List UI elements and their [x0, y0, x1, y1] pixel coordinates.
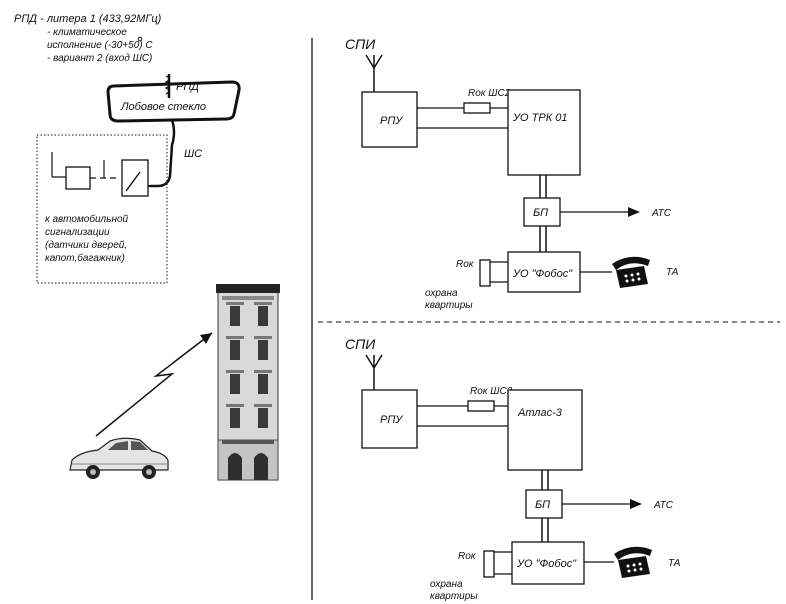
antenna-icon: [365, 54, 383, 92]
controller-bp-wires: [541, 470, 549, 490]
rok-shs2-resistor: [467, 400, 495, 412]
antenna-icon: [365, 354, 383, 390]
windshield-label: Лобовое стекло: [120, 101, 206, 113]
bp-fobos-wires: [541, 518, 549, 542]
bp-fobos-wires: [539, 226, 547, 252]
arrow-head-icon: [628, 207, 640, 217]
relay-wires: [51, 152, 105, 178]
telephone-icon: [614, 546, 652, 578]
guard-line-1: охрана: [430, 579, 463, 590]
rok-shs2-resistor: [463, 102, 491, 114]
left-panel: РПД - литера 1 (433,92МГц) - климатическ…: [14, 13, 280, 481]
relay-coil-icon: [65, 166, 91, 190]
telephone-icon: [612, 256, 650, 288]
controller-box: [507, 89, 581, 176]
spec-line-1: РПД - литера 1 (433,92МГц): [14, 13, 162, 25]
rpu-label: РПУ: [380, 414, 403, 426]
scheme-bottom: СПИ РПУ Rок ШС2 Атлас-3 БП АТС УО "Фобос…: [345, 336, 681, 602]
signalling-line-3: (датчики дверей,: [45, 240, 127, 251]
fobos-box: [511, 541, 585, 585]
signalling-line-2: сигнализации: [45, 227, 110, 238]
guard-line-1: охрана: [425, 288, 458, 299]
car-icon: [69, 437, 169, 479]
signalling-line-4: капот,багажник): [45, 252, 125, 264]
arrow-head-icon: [630, 499, 642, 509]
controller-box: [507, 389, 583, 471]
spi-label: СПИ: [345, 36, 376, 52]
lightning-arrow-icon: [95, 332, 213, 437]
rpd-coil-icon: [164, 75, 170, 95]
rok-shs2-label: Rок ШС2: [468, 88, 511, 99]
controller-bp-wires: [539, 175, 547, 198]
rok-resistor: [479, 259, 491, 287]
loop-wire: [150, 119, 176, 188]
spec-line-4: - вариант 2 (вход ШС): [47, 53, 152, 64]
bp-label: БП: [535, 499, 550, 511]
rpu-controller-wires: [417, 107, 508, 129]
controller-label: Атлас-3: [517, 407, 563, 419]
rok-shs2-label: Rок ШС2: [470, 386, 513, 397]
ta-label: ТА: [668, 558, 681, 569]
switch-contact-icon: [125, 171, 141, 192]
fobos-box: [507, 251, 581, 293]
guard-line-2: квартиры: [425, 300, 473, 311]
rok-resistor: [483, 550, 495, 578]
bp-box: [525, 489, 563, 519]
spi-label: СПИ: [345, 336, 376, 352]
ats-label: АТС: [653, 500, 674, 511]
rpd-label: РПД: [176, 81, 199, 93]
signalling-box: [36, 134, 168, 284]
guard-line-2: квартиры: [430, 591, 478, 602]
signalling-line-1: к автомобильной: [45, 213, 129, 225]
scheme-top: СПИ РПУ Rок ШС2 УО ТРК 01 БП АТС УО "Фоб…: [345, 36, 679, 311]
rpu-box: [361, 91, 418, 148]
bp-label: БП: [533, 207, 548, 219]
building-icon: [216, 284, 280, 481]
rpu-controller-wires: [417, 405, 508, 427]
controller-label: УО ТРК 01: [512, 112, 567, 124]
rpu-label: РПУ: [380, 115, 403, 127]
rpu-box: [361, 389, 418, 449]
spec-line-3: исполнение (-30+50) С: [47, 40, 153, 51]
ta-label: ТА: [666, 267, 679, 278]
loop-label: ШС: [184, 148, 202, 160]
spec-line-2: - климатическое: [47, 27, 127, 38]
rok-label: Rок: [458, 551, 477, 562]
rok-label: Rок: [456, 259, 475, 270]
windshield-shape: [106, 80, 241, 123]
degree-mark: [137, 36, 143, 42]
fobos-label: УО "Фобос": [512, 268, 573, 280]
fobos-label: УО "Фобос": [516, 558, 577, 570]
ats-label: АТС: [651, 208, 672, 219]
